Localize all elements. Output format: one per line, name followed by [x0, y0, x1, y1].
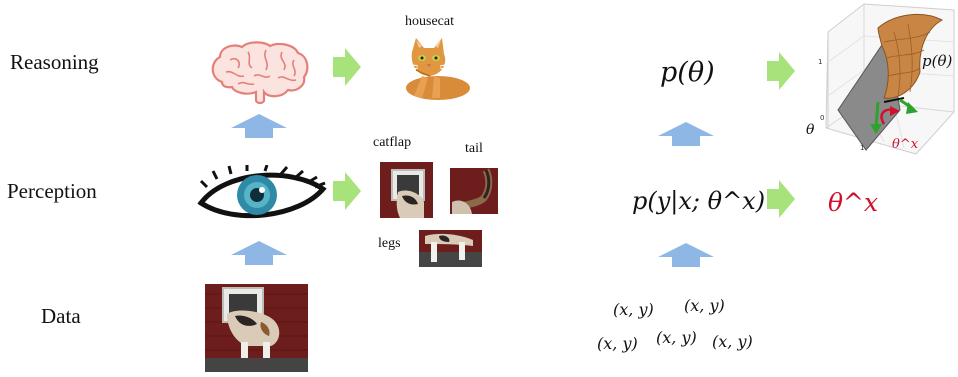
row-label-reasoning: Reasoning	[10, 50, 99, 74]
pair-2: (x, y)	[684, 296, 725, 315]
theta-x-text: θ^x	[828, 188, 879, 217]
arrow-right-likelihood	[767, 180, 795, 218]
pair-1: (x, y)	[613, 300, 654, 319]
pair-3: (x, y)	[597, 334, 638, 353]
pair-4: (x, y)	[656, 328, 697, 347]
likelihood-formula: p(y|x; θ^x)	[632, 187, 765, 215]
arrow-up-perception-to-reasoning	[231, 114, 287, 138]
row-label-perception: Perception	[7, 179, 97, 203]
legs-label: legs	[378, 236, 401, 251]
tail-label: tail	[465, 141, 483, 156]
catflap-label: catflap	[373, 135, 412, 150]
theta-x-formula: θ^x	[828, 188, 878, 217]
arrow-up-data-to-perception	[231, 241, 287, 265]
brain-icon	[211, 41, 309, 105]
z-zero-tick: 0	[820, 114, 824, 122]
housecat-photo	[386, 32, 477, 110]
x-tick: 1	[860, 144, 864, 152]
row-label-data: Data	[41, 304, 81, 328]
arrow-right-reasoning	[333, 48, 361, 86]
z-top-tick: 1	[818, 58, 822, 66]
surface-p-theta-label: p(θ)	[922, 52, 952, 70]
prior-formula: p(θ)	[660, 57, 715, 88]
catflap-photo	[380, 162, 433, 218]
likelihood-formula-text: p(y|x; θ^x)	[632, 187, 766, 215]
arrow-up-data-to-likelihood	[658, 243, 714, 267]
surface-theta-x-label: θ^x	[892, 137, 919, 152]
arrow-right-prior	[767, 52, 795, 90]
arrow-right-perception	[333, 172, 361, 210]
housecat-label: housecat	[405, 14, 454, 29]
arrow-up-likelihood-to-prior	[658, 122, 714, 146]
data-cat-photo	[205, 284, 308, 372]
legs-photo	[419, 230, 482, 267]
surface-theta-axis-label: θ	[806, 122, 815, 138]
pair-5: (x, y)	[712, 332, 753, 351]
eye-icon	[197, 165, 327, 219]
prior-formula-text: p(θ)	[660, 57, 715, 88]
surface-plot: 1 0 1 p(θ) θ^x θ	[806, 3, 955, 155]
tail-photo	[450, 168, 498, 214]
